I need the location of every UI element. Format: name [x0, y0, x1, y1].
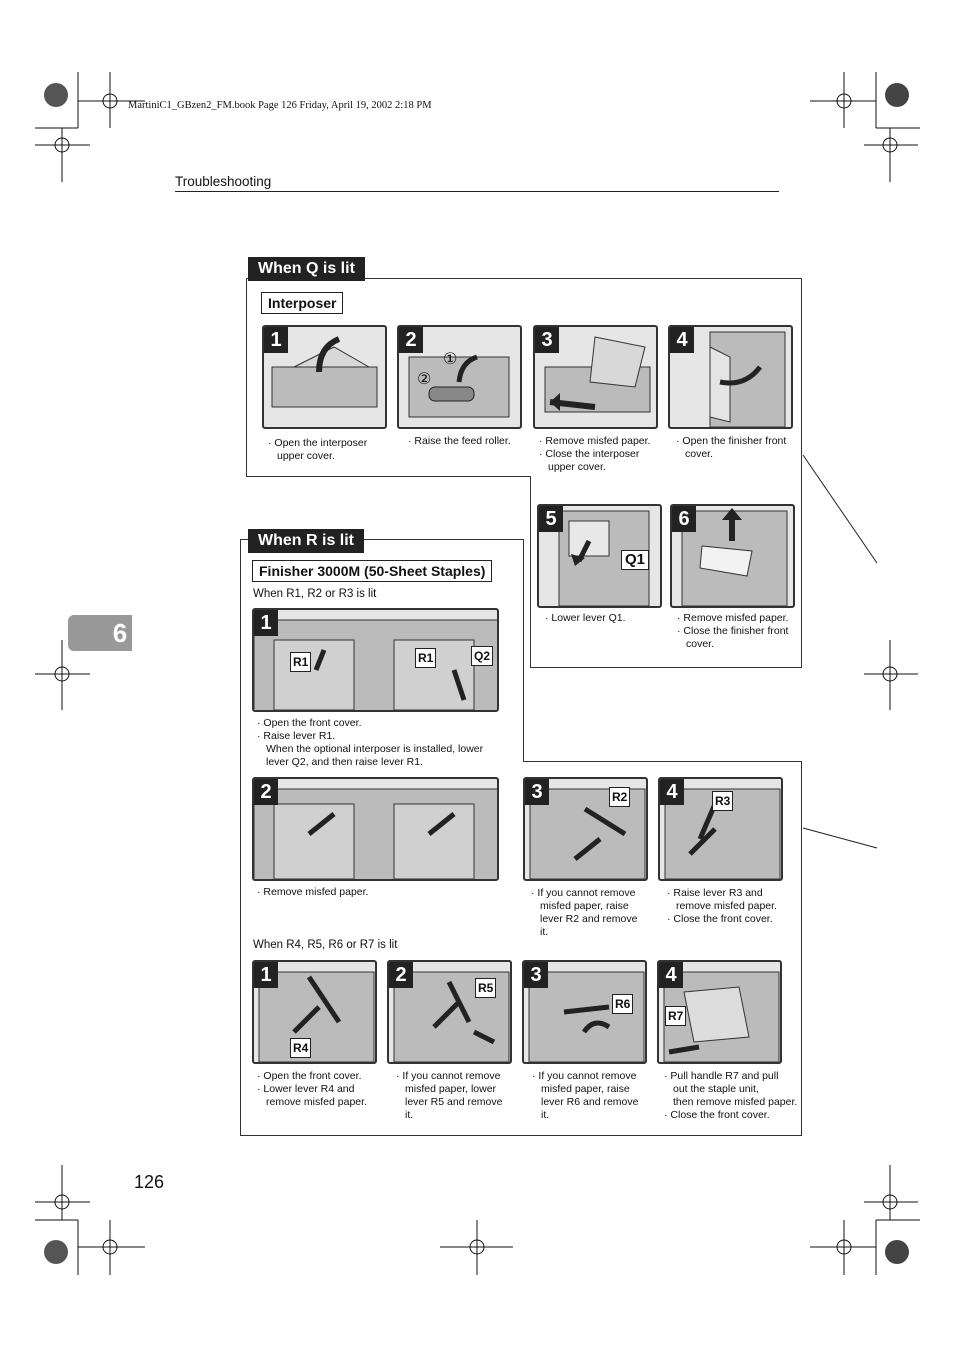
- chapter-number: 6: [112, 618, 128, 648]
- step-number: 3: [525, 779, 549, 805]
- lever-r1-label: R1: [290, 652, 312, 672]
- q-heading: When Q is lit: [248, 257, 365, 281]
- r2-step-2-illustration: 2 R5: [387, 960, 512, 1064]
- r1-step-3-illustration: 3 R2: [523, 777, 648, 881]
- q-step-1-illustration: 1: [262, 325, 387, 429]
- q-frame-right: [801, 278, 802, 668]
- r2-step-3-illustration: 3 R6: [522, 960, 647, 1064]
- step-number: 6: [672, 506, 696, 532]
- lever-r4-label: R4: [290, 1038, 312, 1058]
- r2-step-4-note: · Pull handle R7 and pull out the staple…: [664, 1070, 798, 1121]
- q-step-5-note: · Lower lever Q1.: [545, 612, 626, 624]
- r2-step-1-illustration: 1 R4: [252, 960, 377, 1064]
- q-step-2-note: · Raise the feed roller.: [408, 435, 511, 447]
- r1-step-2-note: · Remove misfed paper.: [257, 886, 369, 898]
- q-frame-step: [530, 476, 531, 668]
- q-frame-top: [246, 278, 802, 279]
- r2-step-4-illustration: 4 R7: [657, 960, 782, 1064]
- r-frame-right: [801, 761, 802, 1136]
- lever-q1-label: Q1: [621, 550, 650, 570]
- chapter-tab: [68, 615, 132, 651]
- step-number: 2: [399, 327, 423, 353]
- step-number: 2: [254, 779, 278, 805]
- r-frame-left: [240, 539, 241, 1136]
- q-frame-left: [246, 278, 247, 476]
- step-number: 5: [539, 506, 563, 532]
- group1-label: When R1, R2 or R3 is lit: [253, 588, 377, 600]
- section-title: Troubleshooting: [175, 174, 272, 189]
- q-frame-mid: [246, 476, 531, 477]
- q-step-2-illustration: 2 ① ②: [397, 325, 522, 429]
- r2-step-3-note: · If you cannot remove misfed paper, rai…: [532, 1070, 639, 1121]
- q-step-3-note: · Remove misfed paper.· Close the interp…: [539, 435, 651, 473]
- step-number: 2: [389, 962, 413, 988]
- step-number: 4: [660, 779, 684, 805]
- interposer-subheading: Interposer: [261, 292, 344, 314]
- r-frame-bottom: [240, 1135, 802, 1136]
- r-heading: When R is lit: [248, 529, 364, 553]
- lever-q2-label: Q2: [471, 646, 494, 666]
- lever-r6-label: R6: [612, 994, 634, 1014]
- r1-step-1-note: · Open the front cover. · Raise lever R1…: [257, 717, 484, 768]
- handle-r7-label: R7: [665, 1006, 687, 1026]
- r1-step-1-illustration: 1 R1 R1 Q2: [252, 608, 499, 712]
- q-frame-bottom: [530, 667, 802, 668]
- r1-step-2-illustration: 2: [252, 777, 499, 881]
- step-number: 4: [670, 327, 694, 353]
- q-step-6-illustration: 6: [670, 504, 795, 608]
- header-rule: [175, 191, 779, 192]
- r-frame-top: [240, 539, 524, 540]
- r1-step-3-note: · If you cannot remove misfed paper, rai…: [531, 887, 638, 938]
- lever-r3-label: R3: [712, 791, 734, 811]
- q-step-5-illustration: 5 Q1: [537, 504, 662, 608]
- q-step-3-illustration: 3: [533, 325, 658, 429]
- lever-r5-label: R5: [475, 978, 497, 998]
- r2-step-2-note: · If you cannot remove misfed paper, low…: [396, 1070, 503, 1121]
- finisher-subheading: Finisher 3000M (50-Sheet Staples): [252, 560, 493, 582]
- q-step-6-note: · Remove misfed paper.· Close the finish…: [677, 612, 789, 650]
- step-number: 3: [535, 327, 559, 353]
- step-number: 1: [264, 327, 288, 353]
- r2-step-1-note: · Open the front cover. · Lower lever R4…: [257, 1070, 367, 1108]
- file-info: MartiniC1_GBzen2_FM.book Page 126 Friday…: [128, 100, 432, 111]
- lever-r1-label: R1: [415, 648, 437, 668]
- step-number: 4: [659, 962, 683, 988]
- circled-1-label: ①: [443, 351, 458, 368]
- step-number: 3: [524, 962, 548, 988]
- r1-step-4-illustration: 4 R3: [658, 777, 783, 881]
- circled-2-label: ②: [417, 371, 432, 388]
- r1-step-4-note: · Raise lever R3 and remove misfed paper…: [667, 887, 777, 925]
- step-number: 1: [254, 962, 278, 988]
- lever-r2-label: R2: [609, 787, 631, 807]
- group2-label: When R4, R5, R6 or R7 is lit: [253, 939, 398, 951]
- step-number: 1: [254, 610, 278, 636]
- r-frame-step: [523, 539, 524, 761]
- q-step-4-illustration: 4: [668, 325, 793, 429]
- page-number: 126: [134, 1172, 165, 1192]
- r-frame-mid: [523, 761, 802, 762]
